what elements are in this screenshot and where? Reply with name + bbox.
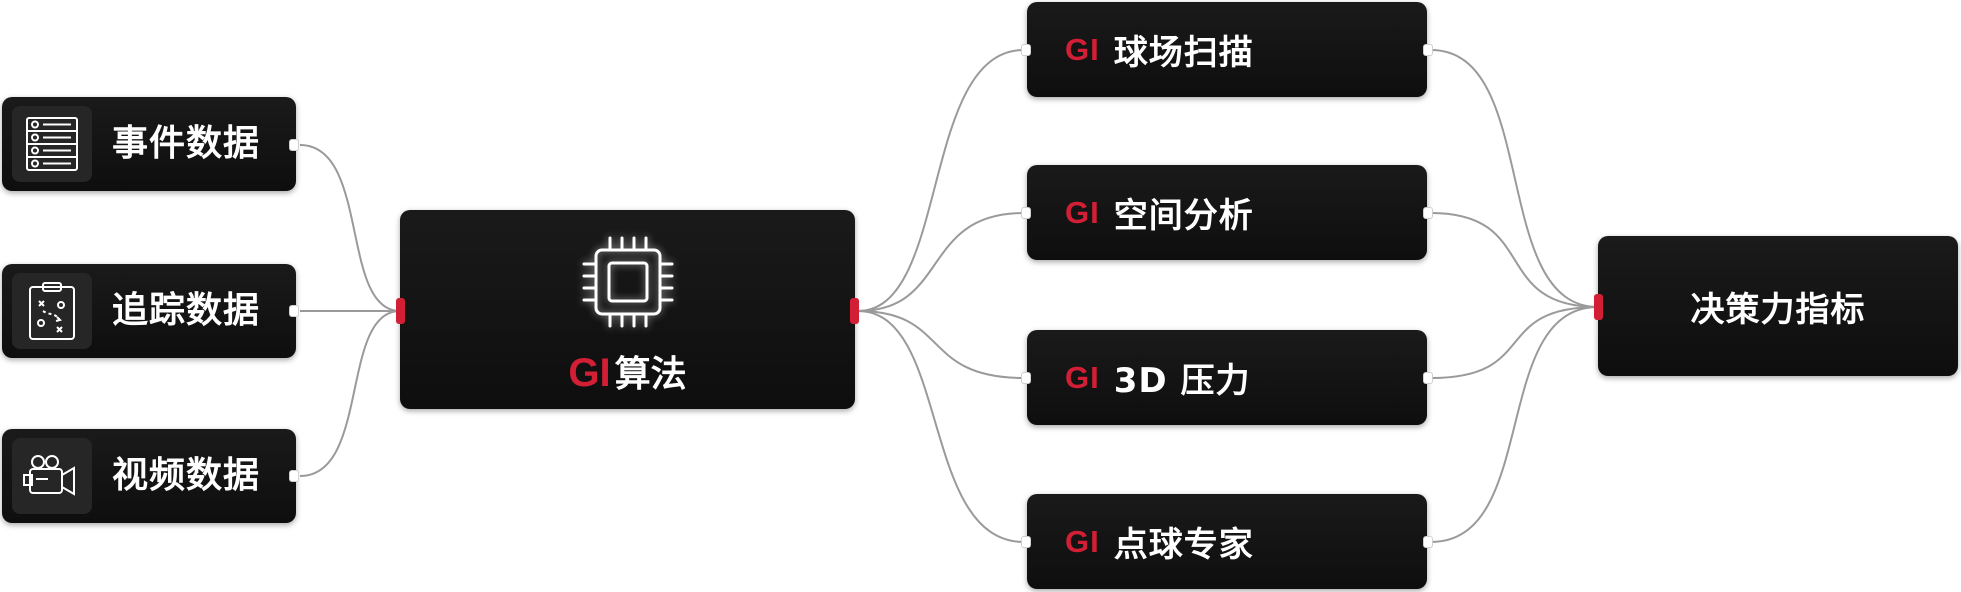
- step-gi-prefix: GI: [1065, 31, 1100, 67]
- port-scan-in: [1022, 45, 1030, 55]
- connector-video-to-algo: [299, 310, 401, 477]
- port-space-out: [1424, 208, 1432, 218]
- step-node-spatial-analysis[interactable]: GI 空间分析: [1027, 165, 1427, 260]
- port-pressure-out: [1424, 373, 1432, 383]
- step-node-pitch-scan[interactable]: GI 球场扫描: [1027, 2, 1427, 97]
- connector-algo-to-scan: [857, 49, 1025, 312]
- connector-algo-to-penalty: [857, 310, 1025, 543]
- port-algo-out: [850, 298, 859, 324]
- step-label-pitch-scan: 球场扫描: [1113, 33, 1254, 73]
- port-events-out: [290, 140, 298, 150]
- output-label: 决策力指标: [1690, 289, 1866, 330]
- source-label-events: 事件数据: [112, 123, 261, 164]
- algorithm-title: GI 算法: [400, 345, 855, 397]
- port-penalty-out: [1424, 537, 1432, 547]
- connector-algo-to-space: [857, 212, 1025, 312]
- step-gi-prefix: GI: [1065, 194, 1100, 230]
- tactics-board-icon: [12, 273, 92, 349]
- step-node-3d-pressure[interactable]: GI 3D 压力: [1027, 330, 1427, 425]
- port-algo-in: [396, 298, 405, 324]
- connector-pressure-to-output: [1430, 306, 1599, 379]
- source-node-tracking[interactable]: 追踪数据: [2, 264, 296, 358]
- algorithm-node[interactable]: GI 算法: [400, 210, 855, 409]
- connector-algo-to-pressure: [857, 310, 1025, 379]
- video-camera-icon: [12, 438, 92, 514]
- port-pressure-in: [1022, 373, 1030, 383]
- connector-events-to-algo: [299, 144, 401, 312]
- port-penalty-in: [1022, 537, 1030, 547]
- port-output-in: [1594, 294, 1603, 320]
- step-label-spatial-analysis: 空间分析: [1113, 196, 1254, 236]
- port-scan-out: [1424, 45, 1432, 55]
- chip-icon: [576, 230, 680, 338]
- list-icon: [12, 106, 92, 182]
- source-label-video: 视频数据: [112, 455, 261, 496]
- step-gi-prefix: GI: [1065, 523, 1100, 559]
- output-node[interactable]: 决策力指标: [1598, 236, 1958, 376]
- connector-penalty-to-output: [1430, 306, 1599, 543]
- connector-scan-to-output: [1430, 49, 1599, 308]
- port-video-out: [290, 471, 298, 481]
- port-space-in: [1022, 208, 1030, 218]
- step-label-3d-pressure: 3D 压力: [1113, 361, 1251, 401]
- source-node-video[interactable]: 视频数据: [2, 429, 296, 523]
- connector-space-to-output: [1430, 212, 1599, 308]
- step-node-penalty-expert[interactable]: GI 点球专家: [1027, 494, 1427, 589]
- step-gi-prefix: GI: [1065, 359, 1100, 395]
- port-tracking-out: [290, 306, 298, 316]
- algorithm-label: 算法: [614, 354, 687, 395]
- source-node-events[interactable]: 事件数据: [2, 97, 296, 191]
- source-label-tracking: 追踪数据: [112, 290, 261, 331]
- step-label-penalty-expert: 点球专家: [1113, 525, 1254, 565]
- algorithm-gi-prefix: GI: [568, 351, 611, 395]
